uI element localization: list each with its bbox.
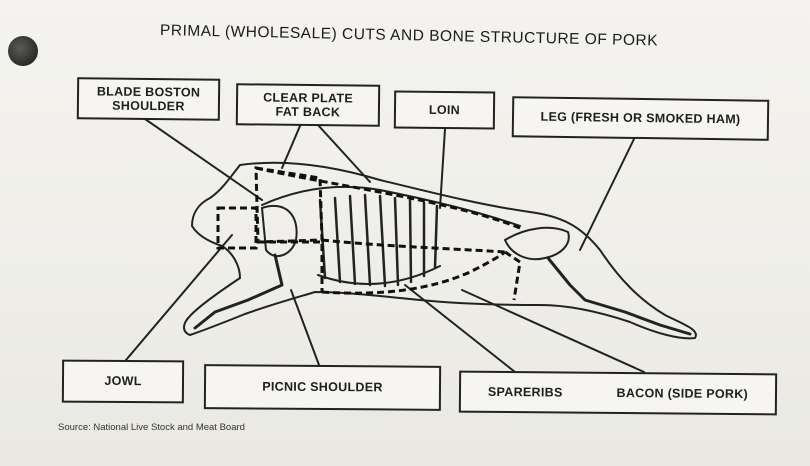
leader-fat-back-1 bbox=[282, 126, 300, 168]
leader-bacon bbox=[462, 290, 644, 372]
leader-blade-boston bbox=[145, 119, 262, 200]
scapula bbox=[262, 206, 297, 256]
leader-jowl bbox=[126, 235, 232, 360]
cut-loin-lower bbox=[322, 240, 505, 252]
leader-leg bbox=[580, 139, 634, 250]
cut-fat-back bbox=[256, 168, 520, 228]
leader-spareribs bbox=[405, 285, 515, 372]
leader-picnic bbox=[291, 290, 319, 365]
leader-fat-back-2 bbox=[318, 125, 370, 182]
cut-belly bbox=[322, 252, 505, 293]
cut-ham-front bbox=[505, 252, 520, 300]
rib-base bbox=[318, 266, 440, 284]
pelvis bbox=[505, 228, 569, 259]
cut-jowl-region bbox=[218, 208, 256, 248]
rear-leg-bones bbox=[548, 258, 690, 334]
source-note: Source: National Live Stock and Meat Boa… bbox=[58, 422, 245, 433]
